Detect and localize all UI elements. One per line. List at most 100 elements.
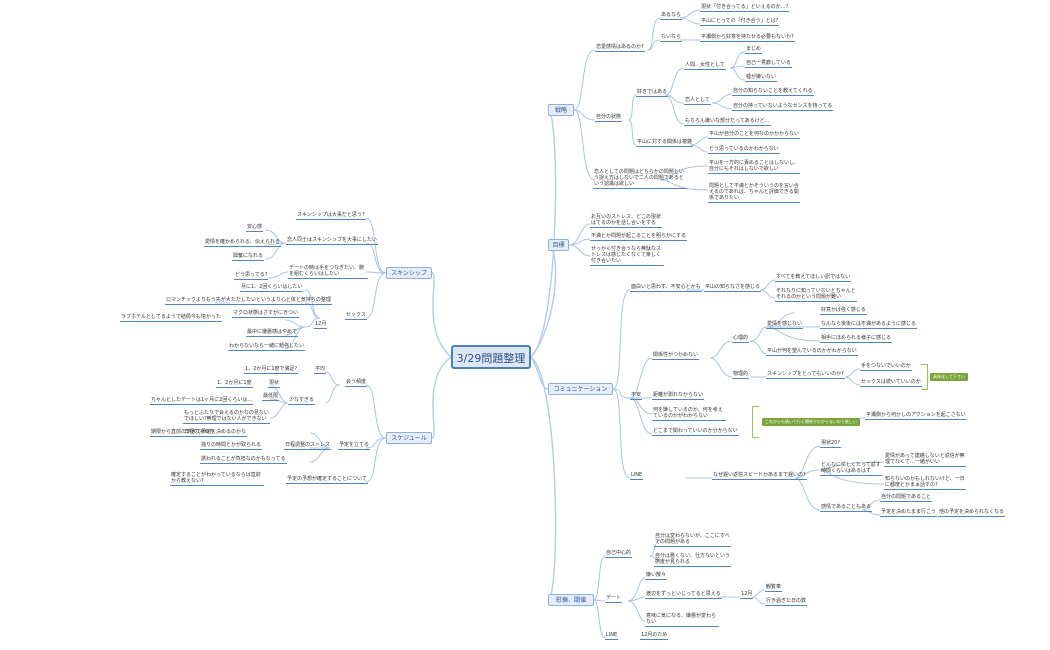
node-koibito2[interactable]: 恋人同士はスキンシップを大事にしたい xyxy=(286,237,378,245)
node-jiko[interactable]: 自己一貫癖している xyxy=(745,60,792,68)
node-ningen[interactable]: 人間、女性として xyxy=(684,62,726,70)
node-tanoshii[interactable]: 面白いと思わず、不安心とかも xyxy=(630,284,702,292)
node-jibun-shiranai[interactable]: 平山の知らなさを感じる xyxy=(704,284,762,292)
node-genjo[interactable]: 現状20? xyxy=(820,440,842,448)
node-yotei[interactable]: 予定を決めたまま行こう xyxy=(880,509,937,517)
node-nai1[interactable]: 平瀬側から好意を持たせる必要もないか? xyxy=(700,34,795,42)
node-motto[interactable]: もちろん嫌いな部分だってあるけど… xyxy=(684,118,771,126)
node-kan2[interactable]: 自分は悪くない、仕方ないという態度が見られる xyxy=(654,553,731,567)
node-dorei[interactable]: 独りの時間とかが取られる xyxy=(200,442,263,450)
node-line[interactable]: LINE xyxy=(630,472,644,480)
node-tada[interactable]: ただしたいというより心と体と気持ちの整理 xyxy=(230,297,332,305)
node-moku1[interactable]: お互いのストレス、どこの現状はてるのかを話し合いをする xyxy=(590,214,662,228)
branch-communication[interactable]: コミュニケーション xyxy=(548,383,613,395)
node-uso[interactable]: 嘘が嫌いない xyxy=(745,74,778,82)
node-butsuri[interactable]: 物理的 xyxy=(732,371,750,379)
node-kojin1[interactable]: 平山を一方的に責めることはしないし、自分にもそれはしないで欲しい xyxy=(708,160,800,174)
node-tsuki[interactable]: 月に1、2回くらいはしたい xyxy=(240,284,304,292)
node-kankei[interactable]: 関係性がつかめない xyxy=(652,352,700,360)
node-moku2[interactable]: 不満とか問題が起こることを明らかにする xyxy=(590,233,688,241)
node-line2v[interactable]: 12月のため xyxy=(640,632,669,640)
node-aru1[interactable]: 現状「付き合ってる」といえるのか…? xyxy=(700,4,790,12)
node-labhotel[interactable]: ラブホテルとしてるようで結局今も憶かった xyxy=(120,314,222,322)
node-motto2[interactable]: もっとふたりで会えるのかなの見ないでほしい?無理ではない人ができない xyxy=(183,410,270,424)
node-heichi1[interactable]: 1、2か月に1度で満足? xyxy=(244,366,299,374)
node-date-a[interactable]: 嫌い散々 xyxy=(645,572,668,580)
node-kyori[interactable]: 距離が測れなからない xyxy=(652,392,705,400)
node-date2[interactable]: デート xyxy=(605,595,623,603)
node-yotei2[interactable]: 他の予定を決められなくなる xyxy=(938,509,1006,517)
node-kan1[interactable]: 自分は変わらないが、ここにすべての問題がある xyxy=(654,533,731,547)
node-saitei[interactable]: 最低限 xyxy=(262,393,280,401)
node-skin-ii[interactable]: スキンシップをとってもいいのか? xyxy=(766,371,845,379)
node-jibun[interactable]: 自分の状態 xyxy=(595,114,623,122)
node-konna[interactable]: 確定することがわかっているならば直前から教えない? xyxy=(170,472,264,486)
node-sugiru[interactable]: 行き過ぎた日の数 xyxy=(765,598,808,606)
node-roman[interactable]: ロマンチックよりもう先が大 xyxy=(165,297,232,305)
node-koibito[interactable]: 恋人として xyxy=(684,97,711,105)
node-date-b[interactable]: 渡辺をずっといじってると思える xyxy=(645,591,722,599)
node-saichu[interactable]: 最中に嫌悪感はやめて xyxy=(246,329,299,337)
node-aijo[interactable]: 愛情を感じない xyxy=(766,321,804,329)
node-kouyo[interactable]: 興奮になれる xyxy=(232,253,265,261)
node-hikaku[interactable]: 知らないのかもしれないけど、一日に都度とかまぁ話すの? xyxy=(884,476,966,490)
branch-mokuhyo[interactable]: 目標 xyxy=(548,239,569,251)
node-hei2[interactable]: どう思っているのかわからない xyxy=(708,146,780,154)
node-moku3[interactable]: せっかく付き合うなら無駄なストレスは感じたくなくて楽しく付き合いたい xyxy=(590,246,664,266)
node-doko[interactable]: どこまで関わっていいのか分からない xyxy=(652,428,739,436)
node-aru[interactable]: あるなら xyxy=(660,12,683,20)
node-hei1[interactable]: 平山が自分のことを何なのかかからない xyxy=(708,131,801,139)
node-koi2[interactable]: 自分の持っていないようなセンスを持ってる xyxy=(732,103,834,111)
node-au[interactable]: 会う頻度 xyxy=(345,379,368,387)
node-mondai[interactable]: 恋愛感情はあるのか? xyxy=(595,44,645,52)
node-majime[interactable]: まじめ xyxy=(745,46,763,54)
node-line-q[interactable]: なぜ遅い返信スピードかあるまで遅いの? xyxy=(712,472,807,480)
node-skin-q[interactable]: スキンシップは大事だと思う? xyxy=(296,212,366,220)
node-fuan[interactable]: 不安 xyxy=(630,392,643,400)
node-yotei-tate[interactable]: 予定を立てる xyxy=(338,442,371,450)
node-date[interactable]: デートの時は手をつなぎたい、腕を組むくらいはしたい xyxy=(288,265,368,279)
node-aijo2[interactable]: なんなら後後には不満があるように感じる xyxy=(820,321,918,329)
branch-schedule[interactable]: スケジュール xyxy=(386,432,432,444)
node-genjo2[interactable]: 現状 xyxy=(268,380,281,388)
node-dokonami[interactable]: どんなに忙しくたって返す時間くらいはあるはず xyxy=(820,462,882,476)
branch-kanbo-feel[interactable]: 慰撫、閾値 xyxy=(548,594,594,606)
node-sukino[interactable]: 好きではある xyxy=(636,89,669,97)
node-koi1[interactable]: 自分の知らないことを教えてくれる xyxy=(732,88,814,96)
node-ken[interactable]: 観覧車 xyxy=(765,584,783,592)
node-heichi[interactable]: 平均 xyxy=(314,366,327,374)
node-aru2[interactable]: 平山にとっての「付き合う」とは? xyxy=(700,18,780,26)
node-nai[interactable]: ないなら xyxy=(660,34,683,42)
node-magari[interactable]: マグロ状態はさすがにきつい xyxy=(232,310,300,318)
node-kojin[interactable]: 恋人としての問題はどちらかの問題という捉え方はしないで二人の問題であるという認識… xyxy=(593,169,687,189)
node-yotei-k[interactable]: 予定の予想が確定することについて xyxy=(286,476,368,484)
node-nittei-s[interactable]: 日程調整のストレス xyxy=(284,442,332,450)
node-kai[interactable]: 12月 xyxy=(314,321,328,329)
node-line2[interactable]: LINE xyxy=(605,632,619,640)
branch-skinship[interactable]: スキンシップ xyxy=(386,267,432,279)
tag-gutaika[interactable]: 具体化して下さい xyxy=(930,373,968,381)
node-dou[interactable]: どう思ってる? xyxy=(234,272,269,280)
node-aijo3[interactable]: 相手にほめられる様子に感じる xyxy=(820,335,893,343)
node-te[interactable]: 手をつないでいいのか xyxy=(860,363,912,371)
node-heiyama[interactable]: 平山に対する関係は複雑 xyxy=(636,139,694,147)
node-subete[interactable]: すべてを教えてほしい訳ではない xyxy=(775,274,852,282)
node-nani[interactable]: 何を嫌しているのか、何を考えているのかがわからない xyxy=(652,407,726,421)
node-torare[interactable]: 誘われることが負担なのかもなってる xyxy=(200,456,287,464)
node-sex-label[interactable]: セックス xyxy=(345,312,367,320)
node-date-c[interactable]: 意味に気になる、嫌悪が変わらない xyxy=(645,613,719,627)
node-aijo-sae[interactable]: 愛情があって連絡しないと返信が無理でなくて…一緒がいい xyxy=(884,453,966,467)
node-heiyamaga[interactable]: 平山が何を望んでいるのかがわからない xyxy=(766,348,858,356)
node-aijo1[interactable]: 好意かは強く感じる xyxy=(820,307,867,315)
node-saitei-v[interactable]: ちゃんとしたデートは1ヶ月に2回くらいは… xyxy=(150,397,254,405)
node-genjo2v[interactable]: 1、2か月に1度 xyxy=(216,380,253,388)
node-kojin2[interactable]: 問題として不満とかそういうのを言い合えるのであれば、ちゃんと評価できる関係であり… xyxy=(708,183,800,203)
node-heiyama-act[interactable]: 平瀬側から何かしのアクションを起こさない xyxy=(865,412,967,420)
branch-kanbo[interactable]: 戦略 xyxy=(548,104,574,116)
node-kanjo[interactable]: 感情であることもある xyxy=(820,504,872,512)
node-sukunai[interactable]: 少なすぎる xyxy=(288,397,316,405)
node-kan-jibun[interactable]: 自己中心的 xyxy=(605,550,633,558)
node-wakaranai[interactable]: わからないなら一緒に勉強したい xyxy=(228,343,306,351)
node-sorenara[interactable]: それなりに知っていないとちゃんとそれるのかという問題が難い xyxy=(775,288,857,302)
node-anshin[interactable]: 安心感 xyxy=(246,224,264,232)
